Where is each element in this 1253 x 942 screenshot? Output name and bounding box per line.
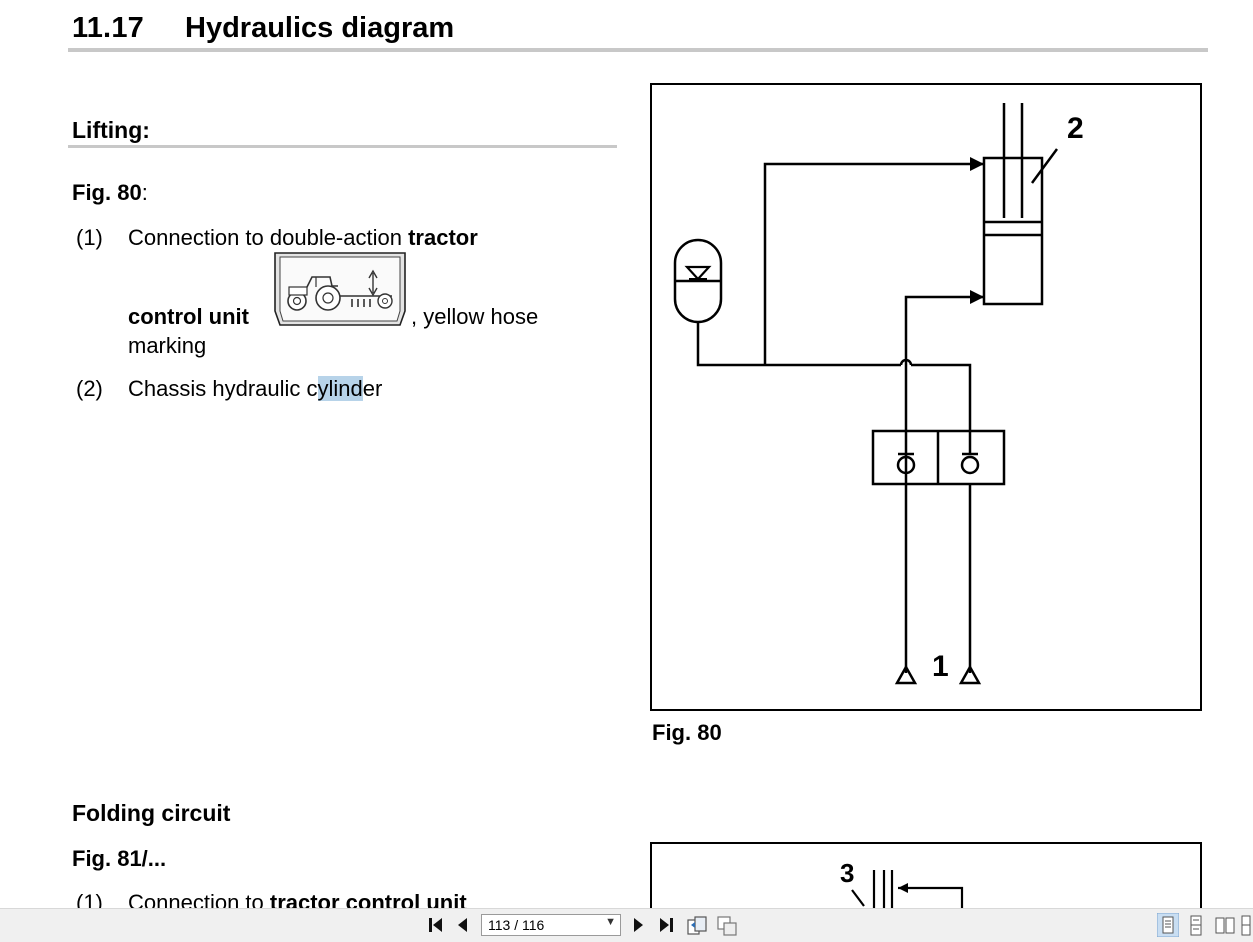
- fig81-reference-label: Fig. 81/...: [72, 846, 167, 871]
- folding-item-1-bold: tractor control unit: [269, 890, 467, 908]
- item-1-text: Connection to double-action: [128, 225, 409, 250]
- fig80-reference-label: Fig. 80: [72, 180, 142, 205]
- fig80-reference-suffix: :: [141, 180, 148, 205]
- page-number-text: 113 / 116: [488, 917, 545, 933]
- lifting-rule: [68, 145, 617, 148]
- next-page-icon[interactable]: [631, 915, 645, 935]
- item-1-bold-control-unit-text: control unit: [128, 304, 249, 329]
- folding-heading: Folding circuit: [72, 800, 231, 826]
- item-1-line1: Connection to double-action tractor: [128, 225, 478, 251]
- document-page: 11.17 Hydraulics diagram Lifting: Fig. 8…: [68, 12, 1208, 908]
- two-page-continuous-icon[interactable]: [1240, 915, 1253, 937]
- hydraulics-diagram-fig81: [851, 870, 964, 908]
- fig80-label-1: 1: [932, 650, 949, 683]
- single-page-icon[interactable]: [1157, 913, 1179, 937]
- item-1-number: (1): [76, 225, 103, 250]
- hydraulics-diagram-fig80: [673, 103, 1059, 685]
- item-1-hose-text: , yellow hose: [411, 304, 539, 329]
- first-page-icon[interactable]: [427, 915, 445, 935]
- item-1-bold-control-unit: control unit: [128, 304, 249, 330]
- section-rule: [68, 48, 1208, 52]
- item-2-text-b: er: [362, 376, 383, 401]
- item-1-marking-text: marking: [128, 333, 207, 358]
- text-selection-highlight[interactable]: ylind: [317, 376, 363, 401]
- page-number-input[interactable]: 113 / 116 ▼: [481, 914, 621, 936]
- lifting-heading: Lifting:: [72, 117, 150, 143]
- folding-item-1-text: Connection to tractor control unit: [128, 890, 467, 908]
- thumbnail-icon[interactable]: [716, 915, 738, 937]
- item-1-bold-tractor: tractor: [408, 225, 478, 250]
- item-2-number: (2): [76, 376, 103, 401]
- section-number: 11.17: [72, 12, 144, 44]
- figure-81-box: 3: [650, 842, 1202, 908]
- fig80-label-2: 2: [1067, 112, 1084, 145]
- figure-80-box: 2 1: [650, 83, 1202, 711]
- folding-item-1-text-a: Connection to: [128, 890, 270, 908]
- item-2-text-a: Chassis hydraulic c: [128, 376, 318, 401]
- two-page-icon[interactable]: [1214, 915, 1236, 937]
- chevron-down-icon[interactable]: ▼: [605, 916, 616, 928]
- last-page-icon[interactable]: [657, 915, 675, 935]
- sync-view-icon[interactable]: [686, 915, 708, 937]
- item-2-text: Chassis hydraulic cylinder: [128, 376, 382, 402]
- fig80-reference: Fig. 80:: [72, 180, 148, 206]
- viewer-toolbar: 113 / 116 ▼: [0, 908, 1253, 942]
- tractor-control-unit-icon: [272, 251, 410, 332]
- fig81-label-3: 3: [840, 858, 855, 888]
- continuous-page-icon[interactable]: [1186, 915, 1206, 937]
- fig81-reference: Fig. 81/...: [72, 846, 166, 872]
- section-title: Hydraulics diagram: [185, 12, 455, 44]
- fig80-caption: Fig. 80: [652, 720, 722, 745]
- prev-page-icon[interactable]: [456, 915, 470, 935]
- folding-item-1-number: (1): [76, 890, 103, 908]
